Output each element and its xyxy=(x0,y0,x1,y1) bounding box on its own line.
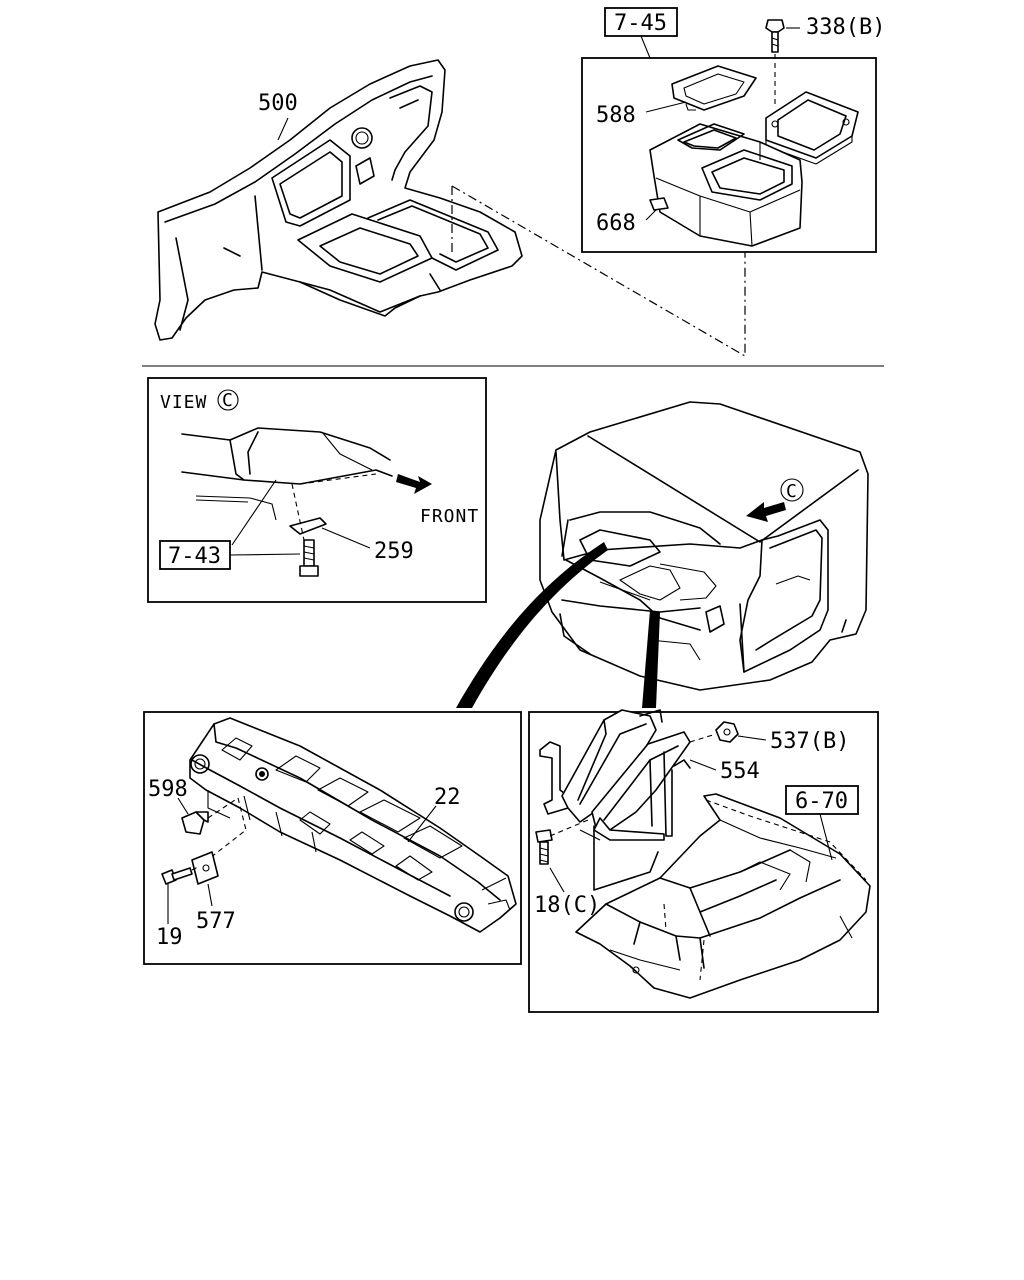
leader-7-43 xyxy=(229,479,301,556)
label-view-c-letter: C xyxy=(222,390,234,411)
ref-6-70-box xyxy=(785,785,859,815)
label-ref-7-45: 7-45 xyxy=(614,11,667,36)
screw-axis xyxy=(291,483,305,541)
label-22: 22 xyxy=(434,785,461,810)
label-577: 577 xyxy=(196,909,236,934)
bolt-18c-axis xyxy=(549,819,589,837)
console-500-drawing xyxy=(154,59,523,341)
link-console-to-box xyxy=(451,185,746,358)
clip-598-axis xyxy=(207,797,247,859)
pointer-to-bracket xyxy=(642,610,660,708)
leader-18c xyxy=(549,867,565,893)
leader-22 xyxy=(407,805,437,843)
label-537b: 537(B) xyxy=(770,729,849,754)
leader-537b xyxy=(737,735,767,741)
leader-668 xyxy=(645,209,657,221)
bracket-577-hole xyxy=(202,864,210,872)
lid-588 xyxy=(671,65,757,111)
label-ref-6-70: 6-70 xyxy=(795,789,848,814)
label-588: 588 xyxy=(596,103,636,128)
label-view: VIEW xyxy=(160,392,207,413)
bracket-to-floor-link xyxy=(593,825,659,891)
label-338b: 338(B) xyxy=(806,15,885,40)
view-c-drawing xyxy=(181,427,393,521)
cab-drawing xyxy=(539,401,869,691)
label-598: 598 xyxy=(148,777,188,802)
bolt-338b xyxy=(765,19,785,53)
leader-7-45 xyxy=(640,35,651,59)
view-c-circle xyxy=(217,389,239,411)
leader-554 xyxy=(689,759,717,771)
label-18c: 18(C) xyxy=(534,893,600,918)
label-668: 668 xyxy=(596,211,636,236)
screw-19 xyxy=(161,867,193,885)
label-259: 259 xyxy=(374,539,414,564)
view-c-box xyxy=(147,377,487,603)
console-box xyxy=(649,123,803,247)
retainer-259 xyxy=(289,517,327,535)
detail-box-7-45 xyxy=(581,57,877,253)
shift-boot-frame xyxy=(765,91,859,165)
front-arrow-icon xyxy=(396,474,432,494)
view-c-arrow-icon xyxy=(746,502,786,522)
label-front: FRONT xyxy=(420,506,479,527)
label-554: 554 xyxy=(720,759,760,784)
nut-537b xyxy=(715,721,739,743)
label-500: 500 xyxy=(258,91,298,116)
dash-panel-box xyxy=(143,711,522,965)
clip-668 xyxy=(649,197,669,211)
bracket-577 xyxy=(191,851,219,885)
label-19: 19 xyxy=(156,925,183,950)
cab-c-circle xyxy=(780,478,804,502)
pointer-to-dash-panel xyxy=(456,542,608,708)
bolt-18c xyxy=(535,829,553,865)
leader-577 xyxy=(207,883,213,907)
label-cab-c-letter: C xyxy=(786,481,798,502)
label-ref-7-43: 7-43 xyxy=(168,544,221,569)
leader-598 xyxy=(177,797,189,815)
clip-598 xyxy=(181,811,209,835)
leader-259 xyxy=(321,527,371,549)
bracket-floor-box xyxy=(528,711,879,1013)
floor-6-70-drawing xyxy=(575,793,871,999)
screw-19-axis xyxy=(191,865,201,871)
bracket-554-drawing xyxy=(539,709,691,841)
leader-6-70 xyxy=(819,813,833,861)
leader-588 xyxy=(645,101,687,113)
ref-7-43-box xyxy=(159,540,231,570)
dash-panel-22-drawing xyxy=(189,717,517,933)
leader-500 xyxy=(277,117,289,141)
nut-537b-axis xyxy=(689,733,717,743)
screw-7-43 xyxy=(299,539,319,577)
